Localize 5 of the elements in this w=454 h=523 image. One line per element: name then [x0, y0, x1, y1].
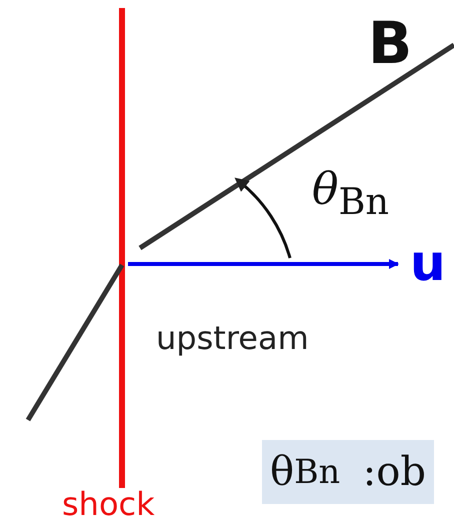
shock-label: shock: [62, 488, 155, 520]
vector-label: u: [410, 238, 446, 288]
angle-label: θ$_{Bn}$: [312, 168, 390, 220]
vector-label: B: [368, 14, 412, 72]
region-label: upstream: [156, 322, 309, 354]
